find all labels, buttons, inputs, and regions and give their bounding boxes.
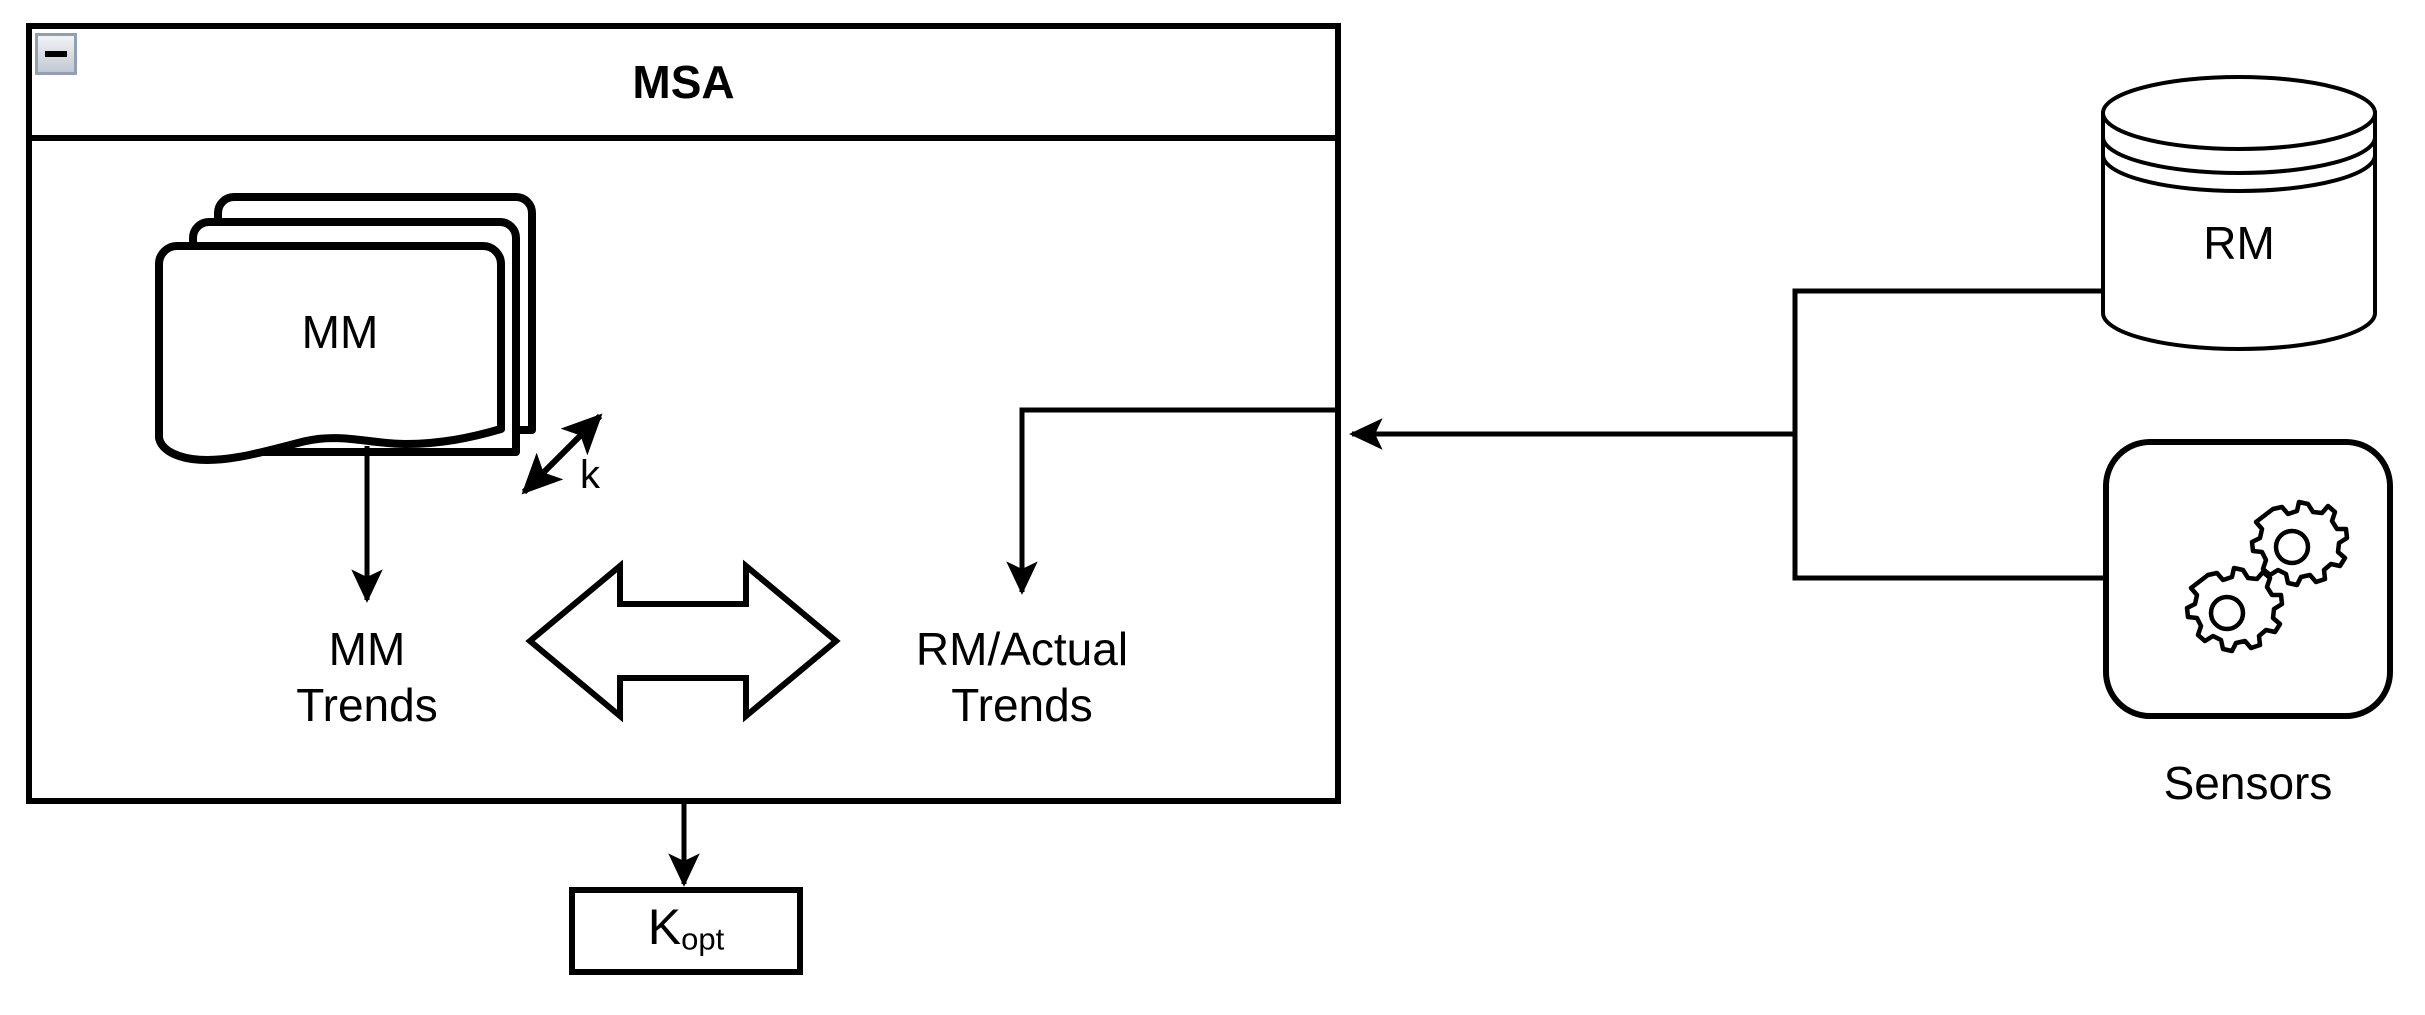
kopt-label: Kopt — [572, 898, 800, 958]
collapse-button[interactable] — [35, 33, 77, 75]
kopt-subscript: opt — [681, 921, 725, 957]
edge-sources-to-msa — [1349, 288, 2106, 581]
mm-sheet-front — [155, 242, 505, 464]
mm-stack-icon[interactable] — [155, 193, 536, 464]
trends-compare-double-arrow — [525, 559, 841, 723]
rm-label: RM — [2203, 217, 2275, 269]
sensors-node[interactable] — [2103, 439, 2393, 719]
k-label: k — [580, 453, 600, 497]
minus-icon — [45, 51, 67, 57]
page-title: MSA — [632, 56, 735, 108]
rm-database-cylinder[interactable] — [2101, 75, 2377, 351]
mm-trends-label-line1: MM — [328, 623, 406, 675]
mm-trends-label-line2: Trends — [296, 679, 438, 731]
kopt-box[interactable] — [569, 887, 803, 975]
gear-icon-upper — [2249, 499, 2350, 588]
mm-stack-label: MM — [301, 306, 379, 358]
rm-actual-trends-label-line2: Trends — [951, 679, 1093, 731]
rm-actual-trends-label-line1: RM/Actual — [915, 623, 1129, 675]
kopt-base: K — [647, 899, 682, 955]
gear-icon-lower — [2184, 565, 2285, 654]
k-dimension-arrow — [521, 413, 603, 495]
sensors-label: Sensors — [2163, 757, 2333, 809]
edge-msa-to-rm-actual-trends — [1006, 407, 1338, 595]
